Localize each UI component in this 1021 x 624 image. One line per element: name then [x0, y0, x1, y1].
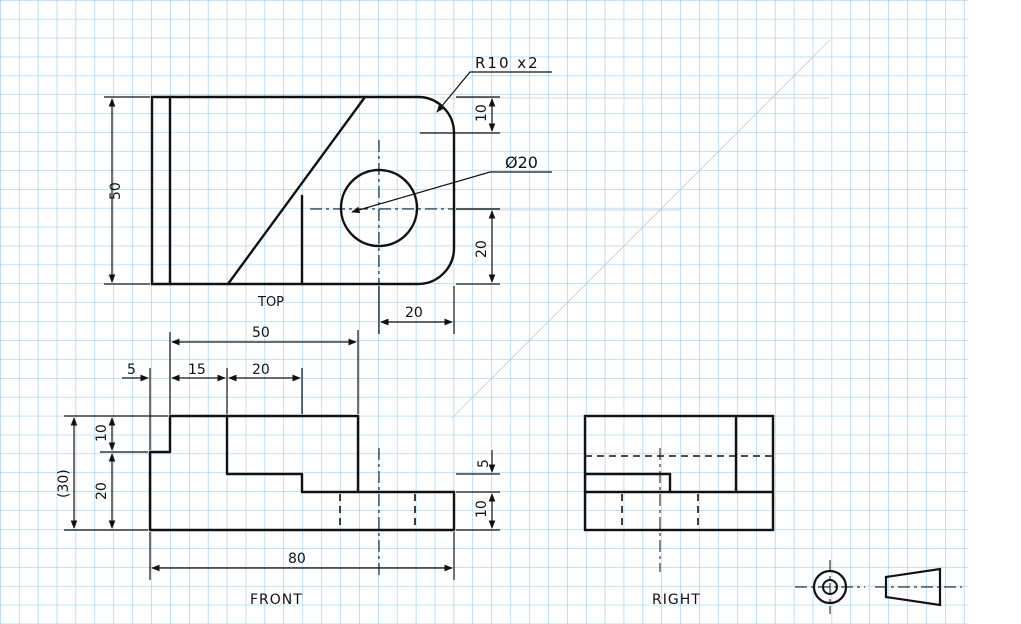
front-view-title: FRONT: [250, 592, 303, 608]
dim-top-hole-x: 20: [405, 305, 423, 321]
dim-front-10-top: 10: [94, 424, 110, 442]
top-view: [150, 95, 456, 286]
front-view: [148, 414, 456, 532]
dim-top-corner: 10: [474, 104, 490, 122]
dim-front-50: 50: [252, 325, 270, 341]
dim-front-80: 80: [288, 551, 306, 567]
right-view: [583, 414, 775, 532]
dim-front-20: 20: [252, 362, 270, 378]
dimension-values: 50 10 20 20 50 5 15 20 10 20 (30) 5 10 8…: [56, 104, 492, 567]
front-view-dimensions: [64, 330, 500, 580]
radius-note: R10 x2: [475, 54, 540, 72]
dim-front-5: 5: [127, 362, 136, 378]
right-margin: [968, 0, 1021, 624]
diameter-note: Ø20: [505, 153, 538, 172]
dim-front-20-left: 20: [94, 482, 110, 500]
top-view-dimensions: [104, 71, 552, 334]
grid-paper: [0, 0, 968, 624]
projection-symbol-icon: [795, 560, 962, 614]
dim-front-30-ref: (30): [56, 469, 72, 498]
construction-lines: [440, 39, 831, 419]
dim-front-15: 15: [188, 362, 206, 378]
top-view-title: TOP: [257, 295, 284, 310]
dim-front-10-right: 10: [474, 500, 490, 518]
right-view-title: RIGHT: [652, 592, 701, 608]
dim-front-5-right: 5: [476, 459, 492, 468]
top-view-centerlines: [310, 140, 455, 285]
front-view-hidden: [339, 494, 416, 530]
dim-top-hole-y: 20: [474, 240, 490, 258]
right-view-hidden: [585, 455, 773, 530]
notes: R10 x2 Ø20 TOP FRONT RIGHT: [250, 54, 701, 608]
dim-top-height: 50: [108, 182, 124, 200]
